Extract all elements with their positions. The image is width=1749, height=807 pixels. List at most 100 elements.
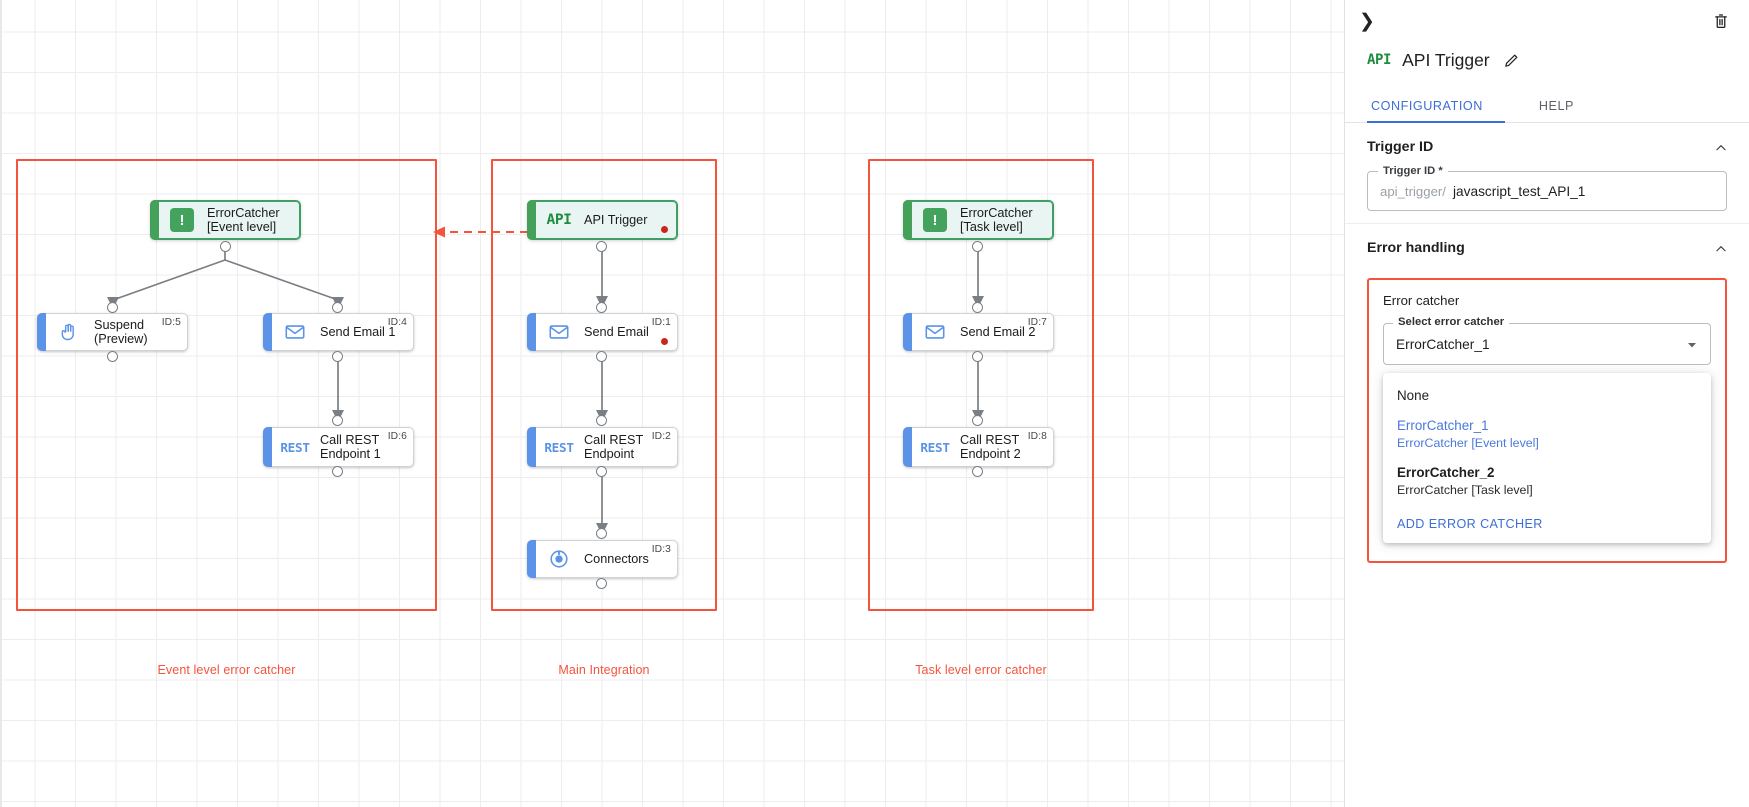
- node-call-rest-endpoint-1[interactable]: REST Call REST Endpoint 1 ID:6: [263, 427, 414, 467]
- error-catcher-card-title: Error catcher: [1383, 293, 1460, 308]
- caret-down-icon[interactable]: [1686, 338, 1698, 350]
- node-errorcatcher-event-level[interactable]: ! ErrorCatcher [Event level]: [150, 200, 301, 240]
- pencil-icon[interactable]: [1503, 52, 1520, 69]
- node-id-tag: ID:4: [387, 317, 407, 328]
- select-error-catcher[interactable]: Select error catcher ErrorCatcher_1: [1383, 316, 1711, 365]
- properties-panel: ❯ API API Trigger CONFIGURATION: [1344, 0, 1749, 807]
- node-label: Send Email: [584, 324, 649, 339]
- panel-title-row: API API Trigger: [1345, 42, 1749, 78]
- node-call-rest-endpoint[interactable]: REST Call REST Endpoint ID:2: [527, 427, 678, 467]
- node-accent-bar: [263, 313, 272, 351]
- menu-item-subtitle: ErrorCatcher [Event level]: [1397, 436, 1539, 451]
- node-accent-bar: [903, 313, 912, 351]
- workflow-canvas[interactable]: Event level error catcher ! ErrorCatcher…: [0, 0, 1344, 807]
- node-label: ErrorCatcher [Task level]: [960, 205, 1033, 235]
- error-catcher-icon: !: [920, 205, 950, 235]
- node-id-tag: ID:8: [1027, 431, 1047, 442]
- port-out-suspend[interactable]: [107, 351, 118, 362]
- node-accent-bar: [903, 200, 912, 240]
- trigger-id-prefix: api_trigger/: [1380, 183, 1446, 199]
- port-out-connectors[interactable]: [596, 578, 607, 589]
- panel-tabs: CONFIGURATION HELP: [1345, 89, 1749, 123]
- node-errorcatcher-task-level[interactable]: ! ErrorCatcher [Task level]: [903, 200, 1054, 240]
- port-out-send-email-1[interactable]: [332, 351, 343, 362]
- node-id-tag: ID:5: [161, 317, 181, 328]
- node-id-tag: ID:6: [387, 431, 407, 442]
- node-label: Connectors: [584, 551, 649, 566]
- menu-item-errorcatcher-2[interactable]: ErrorCatcher_2 ErrorCatcher [Task level]: [1383, 458, 1711, 505]
- node-label: Suspend (Preview): [94, 317, 148, 347]
- port-in-send-email-2[interactable]: [972, 302, 983, 313]
- port-in-send-email-1[interactable]: [332, 302, 343, 313]
- error-catcher-dropdown-menu[interactable]: None ErrorCatcher_1 ErrorCatcher [Event …: [1383, 373, 1711, 543]
- port-out-api-trigger[interactable]: [596, 241, 607, 252]
- port-out-errorcatcher-event[interactable]: [220, 241, 231, 252]
- rest-icon: REST: [544, 439, 574, 455]
- node-label: API Trigger: [584, 212, 648, 227]
- group-task-level-error-catcher: [868, 159, 1094, 611]
- node-accent-bar: [263, 427, 272, 467]
- port-in-call-rest-1[interactable]: [332, 415, 343, 426]
- select-error-catcher-label: Select error catcher: [1393, 316, 1510, 328]
- group-caption-event-level: Event level error catcher: [157, 663, 296, 677]
- node-error-indicator-dot: [661, 226, 668, 233]
- rest-icon: REST: [920, 439, 950, 455]
- node-send-email-2[interactable]: Send Email 2 ID:7: [903, 313, 1054, 351]
- panel-topbar: ❯: [1345, 0, 1749, 42]
- port-in-connectors[interactable]: [596, 528, 607, 539]
- node-send-email[interactable]: Send Email ID:1: [527, 313, 678, 351]
- section-header-error-handling[interactable]: Error handling: [1367, 224, 1727, 272]
- add-error-catcher-button[interactable]: ADD ERROR CATCHER: [1397, 516, 1543, 531]
- envelope-icon: [280, 317, 310, 347]
- error-catcher-icon: !: [167, 205, 197, 235]
- node-id-tag: ID:1: [651, 317, 671, 328]
- group-caption-task-level: Task level error catcher: [915, 663, 1047, 677]
- group-main-integration: [491, 159, 717, 611]
- menu-item-errorcatcher-1[interactable]: ErrorCatcher_1 ErrorCatcher [Event level…: [1383, 411, 1711, 458]
- node-suspend-preview[interactable]: Suspend (Preview) ID:5: [37, 313, 188, 351]
- menu-item-primary: ErrorCatcher_1: [1397, 418, 1489, 434]
- caret-up-icon[interactable]: [1714, 242, 1727, 255]
- select-error-catcher-value: ErrorCatcher_1: [1396, 336, 1490, 352]
- node-id-tag: ID:2: [651, 431, 671, 442]
- caret-up-icon[interactable]: [1714, 141, 1727, 154]
- port-out-send-email[interactable]: [596, 351, 607, 362]
- node-accent-bar: [903, 427, 912, 467]
- chevron-right-icon[interactable]: ❯: [1359, 10, 1375, 32]
- port-in-send-email[interactable]: [596, 302, 607, 313]
- node-call-rest-endpoint-2[interactable]: REST Call REST Endpoint 2 ID:8: [903, 427, 1054, 467]
- menu-item-primary: ErrorCatcher_2: [1397, 464, 1495, 480]
- error-catcher-card: Error catcher Select error catcher Error…: [1367, 278, 1727, 563]
- group-event-level-error-catcher: [16, 159, 437, 611]
- port-in-suspend[interactable]: [107, 302, 118, 313]
- node-send-email-1[interactable]: Send Email 1 ID:4: [263, 313, 414, 351]
- node-accent-bar: [527, 200, 536, 240]
- trigger-id-field[interactable]: Trigger ID * api_trigger/ javascript_tes…: [1367, 165, 1727, 211]
- api-icon: API: [546, 212, 572, 228]
- trigger-id-input[interactable]: javascript_test_API_1: [1452, 183, 1586, 199]
- port-out-errorcatcher-task[interactable]: [972, 241, 983, 252]
- node-accent-bar: [527, 540, 536, 578]
- envelope-icon: [544, 317, 574, 347]
- port-in-call-rest-2[interactable]: [972, 415, 983, 426]
- node-label: ErrorCatcher [Event level]: [207, 205, 280, 235]
- node-api-trigger[interactable]: API API Trigger: [527, 200, 678, 240]
- node-accent-bar: [527, 313, 536, 351]
- node-label: Call REST Endpoint: [584, 432, 644, 462]
- node-label: Call REST Endpoint 2: [960, 432, 1021, 462]
- port-out-call-rest-1[interactable]: [332, 466, 343, 477]
- node-accent-bar: [37, 313, 46, 351]
- trash-icon[interactable]: [1711, 11, 1731, 31]
- port-out-call-rest[interactable]: [596, 466, 607, 477]
- tab-help[interactable]: HELP: [1538, 99, 1574, 113]
- node-error-indicator-dot: [661, 338, 668, 345]
- port-out-call-rest-2[interactable]: [972, 466, 983, 477]
- tab-configuration[interactable]: CONFIGURATION: [1371, 99, 1483, 113]
- menu-item-none[interactable]: None: [1383, 381, 1711, 411]
- port-out-send-email-2[interactable]: [972, 351, 983, 362]
- section-header-trigger-id[interactable]: Trigger ID: [1367, 123, 1727, 171]
- node-connectors[interactable]: Connectors ID:3: [527, 540, 678, 578]
- port-in-call-rest[interactable]: [596, 415, 607, 426]
- node-accent-bar: [150, 200, 159, 240]
